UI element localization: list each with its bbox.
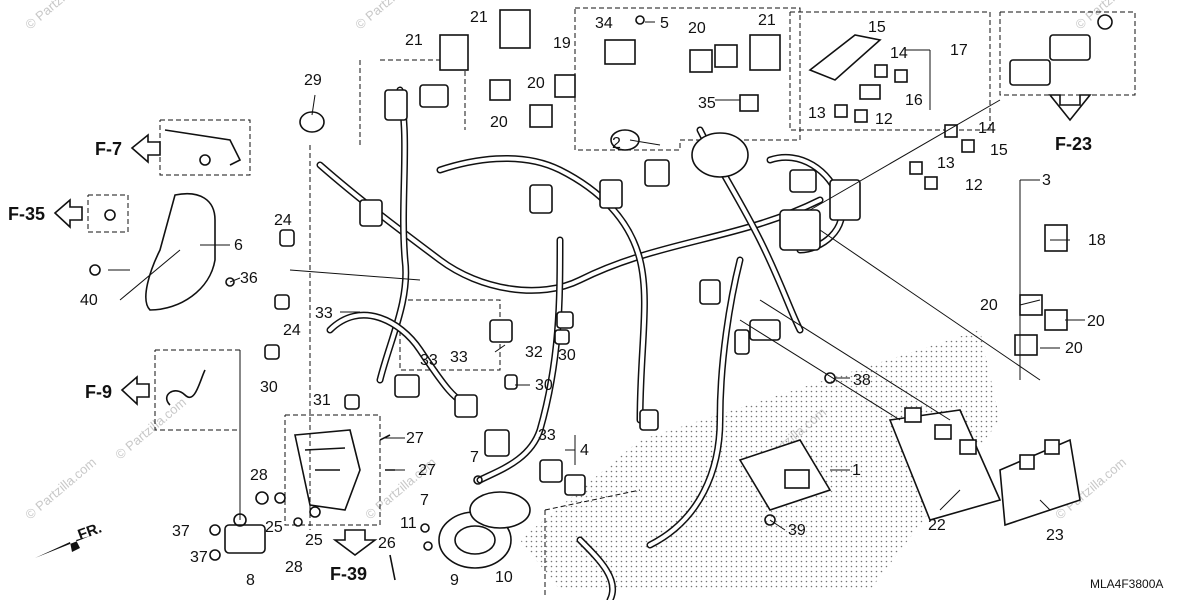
- callout: 27: [418, 462, 436, 479]
- arrow-down-icon: [332, 529, 378, 556]
- callout: 1: [852, 462, 861, 479]
- callout: 12: [965, 177, 983, 194]
- callout: 30: [558, 347, 576, 364]
- ecu-units: [888, 407, 1081, 527]
- callout: 21: [470, 9, 488, 26]
- callout: 20: [490, 114, 508, 131]
- callout: 20: [527, 75, 545, 92]
- callout: 39: [788, 522, 806, 539]
- callouts: 1 2 3 4 5 6 7 7 8 9 10 11 12 12 13 13 14…: [80, 9, 1106, 589]
- callout: 13: [808, 105, 826, 122]
- arrow-left-icon: [53, 198, 83, 229]
- left-cover: [145, 129, 242, 406]
- callout: 5: [660, 15, 669, 32]
- sensor: [224, 513, 266, 554]
- harness-connectors: [359, 84, 861, 496]
- callout: 33: [315, 305, 333, 322]
- callout: 31: [313, 392, 331, 409]
- regulator: [738, 439, 832, 511]
- callout: 14: [890, 45, 908, 62]
- callout: 30: [260, 379, 278, 396]
- callout: 32: [525, 344, 543, 361]
- callout: 12: [875, 111, 893, 128]
- callout: 26: [378, 535, 396, 552]
- callout: 35: [698, 95, 716, 112]
- arrow-left-icon: [130, 133, 161, 164]
- fuse-box: [808, 34, 975, 190]
- callout: 3: [1042, 172, 1051, 189]
- front-arrow-icon: [35, 536, 90, 558]
- callout: 34: [595, 15, 613, 32]
- watermark: © Partzilla.com: [22, 0, 99, 32]
- reference-arrows: [35, 94, 1092, 558]
- grouping-boxes: [87, 7, 1136, 595]
- callout: 14: [978, 120, 996, 137]
- callout: 20: [1087, 313, 1105, 330]
- callout: 17: [950, 42, 968, 59]
- callout: 29: [304, 72, 322, 89]
- callout: 21: [758, 12, 776, 29]
- reference-f7: F-7: [95, 139, 122, 159]
- callout: 40: [80, 292, 98, 309]
- callout: 36: [240, 270, 258, 287]
- callout: 28: [250, 467, 268, 484]
- callout: 4: [580, 442, 589, 459]
- callout: 20: [980, 297, 998, 314]
- callout: 38: [853, 372, 871, 389]
- watermark: © Partzilla.com: [112, 394, 189, 462]
- reference-f23: F-23: [1055, 134, 1092, 154]
- callout: 24: [274, 212, 292, 229]
- arrow-down-icon: [1048, 94, 1092, 122]
- watermark: © Partzilla.com: [22, 454, 99, 522]
- diagram-code: MLA4F3800A: [1090, 577, 1163, 591]
- callout: 22: [928, 517, 946, 534]
- callout: 2: [612, 135, 621, 152]
- callout: 13: [937, 155, 955, 172]
- arrow-left-icon: [120, 375, 150, 406]
- callout: 25: [305, 532, 323, 549]
- reference-f39: F-39: [330, 564, 367, 584]
- callout: 24: [283, 322, 301, 339]
- bracket: [294, 429, 361, 511]
- callout: 23: [1046, 527, 1064, 544]
- callout: 27: [406, 430, 424, 447]
- callout: 7: [470, 449, 479, 466]
- callout: 37: [172, 523, 190, 540]
- callout: 15: [868, 19, 886, 36]
- watermark: © Partzilla.com: [352, 0, 429, 32]
- callout: 11: [400, 515, 417, 532]
- callout: 15: [990, 142, 1008, 159]
- callout: 33: [420, 352, 438, 369]
- sensor-assembly: [1009, 14, 1113, 86]
- callout: 21: [405, 32, 423, 49]
- small-parts: [89, 15, 836, 581]
- callout: 20: [688, 20, 706, 37]
- callout: 18: [1088, 232, 1106, 249]
- callout: 19: [553, 35, 571, 52]
- callout: 9: [450, 572, 459, 589]
- callout: 33: [538, 427, 556, 444]
- leader-lines: [108, 21, 1085, 531]
- callout: 33: [450, 349, 468, 366]
- callout: 30: [535, 377, 553, 394]
- front-indicator: FR.: [76, 520, 105, 544]
- callout: 6: [234, 237, 243, 254]
- callout: 16: [905, 92, 923, 109]
- callout: 25: [265, 519, 283, 536]
- callout: 28: [285, 559, 303, 576]
- callout: 20: [1065, 340, 1083, 357]
- callout: 8: [246, 572, 255, 589]
- callout: 7: [420, 492, 429, 509]
- watermark: © Partzilla.com: [1072, 0, 1149, 32]
- reference-f35: F-35: [8, 204, 45, 224]
- reference-f9: F-9: [85, 382, 112, 402]
- callout: 10: [495, 569, 513, 586]
- horn: [438, 491, 531, 569]
- callout: 37: [190, 549, 208, 566]
